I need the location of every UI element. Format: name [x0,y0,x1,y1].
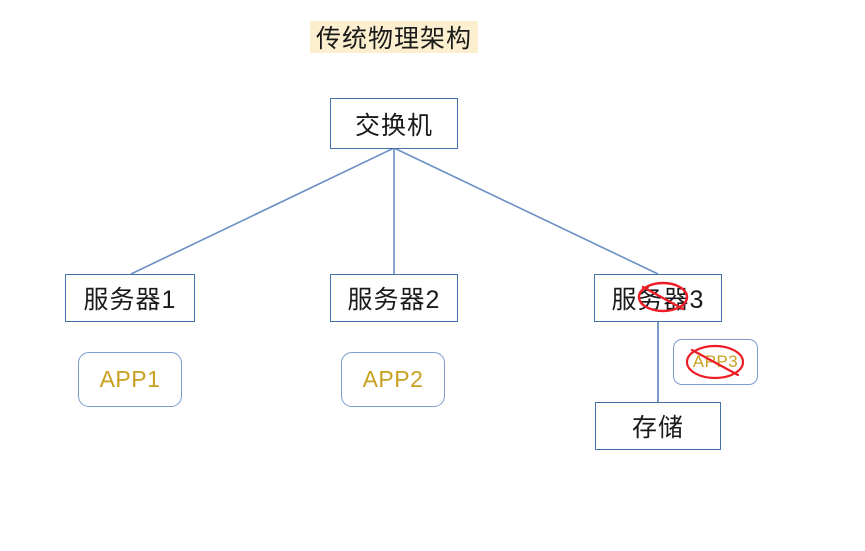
node-server1[interactable]: 服务器1 [65,274,195,322]
node-app3[interactable]: APP3 [673,339,758,385]
node-server3[interactable]: 服务器3 [594,274,722,322]
node-storage[interactable]: 存储 [595,402,721,450]
node-server2[interactable]: 服务器2 [330,274,458,322]
edge-switch-to-server3 [393,147,659,275]
edge-switch-to-server1 [130,147,395,275]
diagram-title: 传统物理架构 [310,21,478,53]
node-app2[interactable]: APP2 [341,352,445,407]
node-app1[interactable]: APP1 [78,352,182,407]
node-switch[interactable]: 交换机 [330,98,458,149]
